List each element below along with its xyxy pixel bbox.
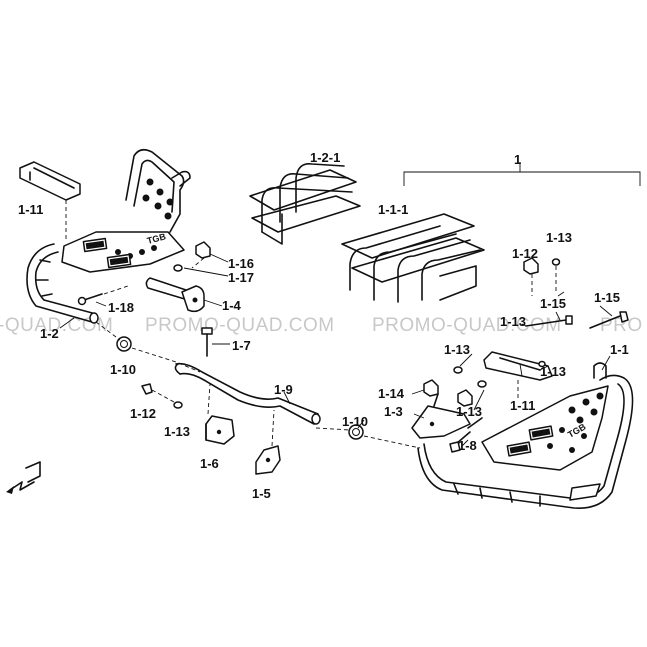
label-1-15-b: 1-15 xyxy=(594,290,620,305)
label-1-8: 1-8 xyxy=(458,438,477,453)
left-footrest-platform: TGB xyxy=(61,148,191,273)
right-footrest-1-1: TGB xyxy=(417,362,634,509)
washer-1-17 xyxy=(173,264,183,272)
nut-1-16 xyxy=(195,241,211,259)
guard-1-1-1 xyxy=(341,213,485,303)
clamp-1-10-right xyxy=(348,424,364,440)
bracket-1-6 xyxy=(205,415,235,445)
label-1-12-right: 1-12 xyxy=(512,246,538,261)
group-bracket-1 xyxy=(403,171,641,186)
label-1-4: 1-4 xyxy=(222,298,242,313)
washer-1-13-right-a xyxy=(453,366,463,374)
tread-logo-left: TGB xyxy=(146,231,167,246)
label-1-1: 1-1 xyxy=(610,342,629,357)
shaft-1-4 xyxy=(145,277,205,313)
label-1-10-left: 1-10 xyxy=(110,362,136,377)
bracket-1-3 xyxy=(411,393,471,439)
label-1-6: 1-6 xyxy=(200,456,219,471)
part-labels: 1 1-2-1 1-1-1 1-11 1-13 1-12 1-16 1-17 1… xyxy=(18,150,629,501)
label-1-5: 1-5 xyxy=(252,486,271,501)
label-1-13-right-d: 1-13 xyxy=(456,404,482,419)
left-tube-1-2 xyxy=(26,243,99,324)
label-1-2-1: 1-2-1 xyxy=(310,150,340,165)
label-1-17: 1-17 xyxy=(228,270,254,285)
guard-1-2-1 xyxy=(249,162,361,245)
bolt-1-15-b xyxy=(589,311,629,329)
bracket-1-11-left xyxy=(19,161,81,201)
label-1-12-left: 1-12 xyxy=(130,406,156,421)
bolt-1-18 xyxy=(77,293,103,306)
nut-1-14 xyxy=(423,379,473,407)
bolt-1-15-a xyxy=(525,315,573,327)
bolt-1-8 xyxy=(449,417,483,453)
label-1-11-left: 1-11 xyxy=(18,202,43,217)
bolt-1-7 xyxy=(201,327,213,357)
label-1-16: 1-16 xyxy=(228,256,254,271)
label-1-2: 1-2 xyxy=(40,326,59,341)
label-1: 1 xyxy=(514,152,521,167)
arrow-marker-icon xyxy=(6,461,41,494)
tube-1-9 xyxy=(174,362,321,425)
label-1-13-right-b: 1-13 xyxy=(444,342,470,357)
label-1-13-left: 1-13 xyxy=(164,424,190,439)
bracket-1-5 xyxy=(255,445,281,475)
bolt-1-12-right xyxy=(523,257,539,275)
clamp-1-10-left xyxy=(116,336,132,352)
bolt-1-12-left xyxy=(141,383,153,395)
washer-1-13-top xyxy=(551,258,561,266)
label-1-9: 1-9 xyxy=(274,382,293,397)
watermark-center: PROMO-QUAD.COM xyxy=(145,315,335,336)
label-1-13-right-c: 1-13 xyxy=(540,364,566,379)
label-1-3: 1-3 xyxy=(384,404,403,419)
watermark-right: PROMO-QUAD.COM xyxy=(372,315,562,336)
washer-1-13-left xyxy=(173,401,183,409)
label-1-7: 1-7 xyxy=(232,338,251,353)
label-1-13-top: 1-13 xyxy=(546,230,572,245)
label-1-15-a: 1-15 xyxy=(540,296,566,311)
washer-1-13-right-b xyxy=(477,380,487,388)
label-1-11-right: 1-11 xyxy=(510,398,535,413)
label-1-10-right: 1-10 xyxy=(342,414,368,429)
label-1-18: 1-18 xyxy=(108,300,134,315)
label-1-1-1: 1-1-1 xyxy=(378,202,408,217)
label-1-13-right-a: 1-13 xyxy=(500,314,526,329)
label-1-14: 1-14 xyxy=(378,386,405,401)
